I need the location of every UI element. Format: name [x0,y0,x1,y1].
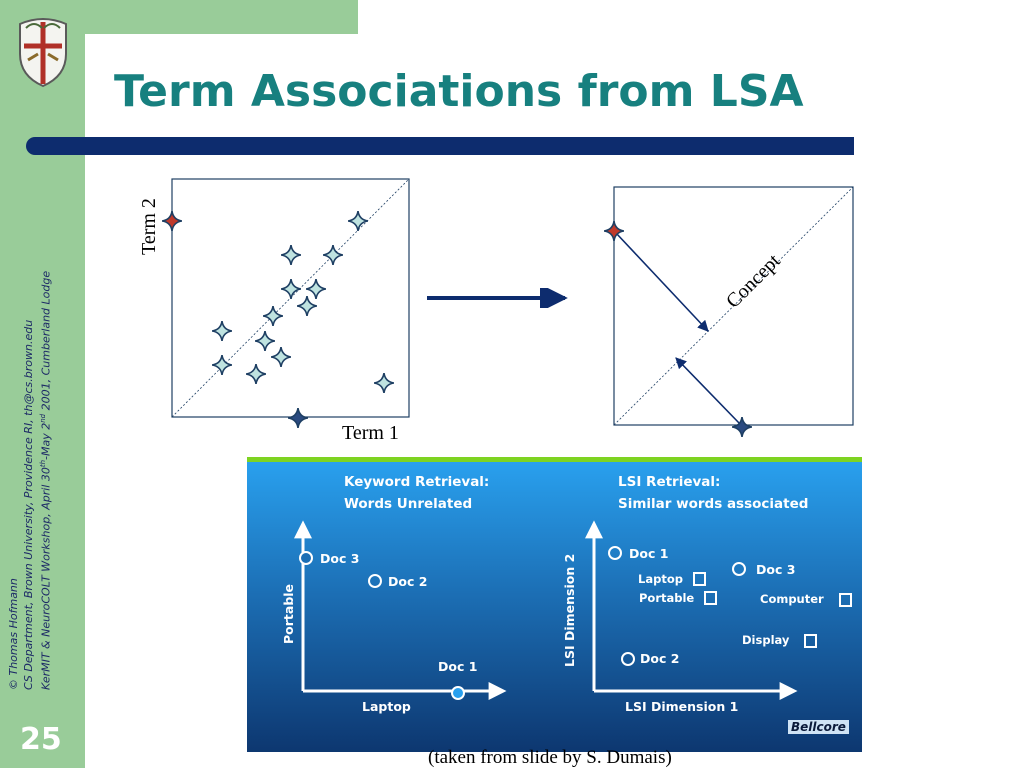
right-doc-1-label: Doc 1 [629,546,669,561]
term-portable-label: Portable [639,591,695,605]
projected-star-left [162,211,182,231]
star-point [281,279,301,299]
right-concept-plot [604,186,854,437]
credit-event: KerMIT & NeuroCOLT Workshop, April 30th-… [39,270,53,690]
star-point [246,364,266,384]
star-point [281,245,301,265]
left-doc-3-label: Doc 3 [320,551,360,566]
left-x-label: Term 1 [342,422,399,444]
left-heading-2: Words Unrelated [344,496,473,512]
star-point [255,331,275,351]
term-computer-marker [839,593,852,607]
sidebar-band [0,0,85,768]
panel-axes [294,520,852,700]
credit-text: © Thomas Hofmann CS Department, Brown Un… [6,271,54,690]
right-heading-2: Similar words associated [618,496,809,512]
credit-affiliation: CS Department, Brown University, Provide… [22,319,35,690]
transform-arrow [427,288,568,308]
bellcore-logo: Bellcore [788,720,849,734]
right-doc-2-label: Doc 2 [640,651,680,666]
term-portable-marker [704,591,717,605]
star-point [323,245,343,265]
term-computer-label: Computer [760,592,824,606]
concept-axis [613,186,854,426]
left-doc-1-label: Doc 1 [438,659,478,674]
left-heading-1: Keyword Retrieval: [344,474,490,490]
lsi-doc-2-marker [621,652,635,666]
slide-number: 25 [20,722,62,757]
term-display-label: Display [742,633,790,647]
right-heading-1: LSI Retrieval: [618,474,721,490]
lsi-doc-3-marker [732,562,746,576]
doc-1-marker [451,686,465,700]
doc-2-marker [368,574,382,588]
term-laptop-label: Laptop [638,572,683,586]
lsi-doc-1-marker [608,546,622,560]
star-point [212,321,232,341]
star-point [374,373,394,393]
star-point [212,355,232,375]
crest-logo [19,18,67,88]
left-y-label: Term 2 [138,198,160,255]
credit-author: © Thomas Hofmann [7,578,20,690]
term-laptop-marker [693,572,706,586]
term-display-marker [804,634,817,648]
star-point [297,296,317,316]
left-doc-2-label: Doc 2 [388,574,428,589]
right-plot-frame [613,186,854,426]
source-caption: (taken from slide by S. Dumais) [428,747,672,768]
projection-arrow-2 [675,357,741,425]
projection-arrow-1 [615,232,709,332]
slide-title: Term Associations from LSA [114,66,804,117]
retrieval-panel: Keyword Retrieval: Words Unrelated LSI R… [247,457,862,752]
doc-3-marker [299,551,313,565]
star-point [271,347,291,367]
left-x-axis-label: Laptop [362,699,411,714]
right-doc-3-label: Doc 3 [756,562,796,577]
left-scatter-plot [162,178,410,428]
title-rule [26,137,854,155]
right-y-axis-label: LSI Dimension 2 [562,553,577,667]
left-y-axis-label: Portable [281,583,296,644]
star-point [306,279,326,299]
right-x-axis-label: LSI Dimension 1 [625,699,739,714]
projected-star-bottom [288,408,308,428]
projected-star-bottom [732,417,752,437]
star-point [348,211,368,231]
